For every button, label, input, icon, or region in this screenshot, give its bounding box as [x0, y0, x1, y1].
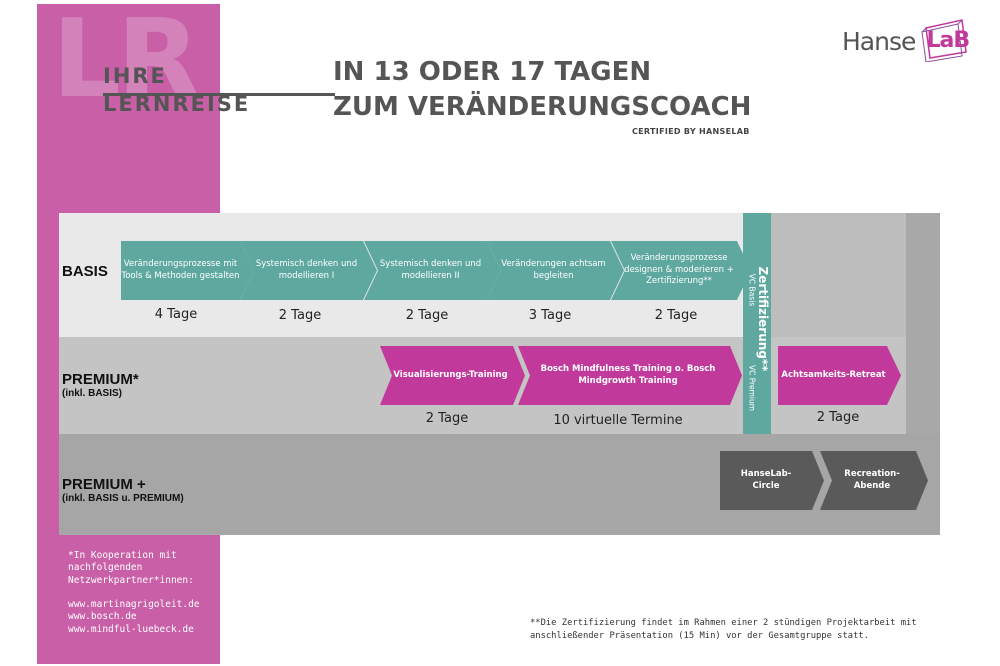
premium-step-3: Achtsamkeits-Retreat [778, 346, 901, 405]
premium-step-3-label: Achtsamkeits-Retreat [781, 369, 886, 380]
subtitle: IHRE LERNREISE [103, 62, 250, 119]
basis-step-3-days: 2 Tage [405, 308, 449, 323]
premium-plus-step-1-label: HanseLab-Circle [740, 469, 792, 491]
premium-step-1-days: 2 Tage [425, 411, 469, 426]
certification-footnote: **Die Zertifizierung findet im Rahmen ei… [530, 618, 917, 641]
subtitle-line-2: LERNREISE [103, 92, 251, 117]
cube-outline-icon: LaB [920, 19, 970, 62]
certification-column: VC Basis Zertifizierung** VC Premium [743, 213, 771, 434]
page-title: IN 13 ODER 17 TAGEN ZUM VERÄNDERUNGSCOAC… [333, 55, 751, 125]
basis-step-5-label: Veränderungsprozesse designen & moderier… [624, 253, 734, 287]
premium-step-2-days: 10 virtuelle Termine [553, 413, 683, 428]
basis-step-4-days: 3 Tage [528, 308, 572, 323]
partner-link[interactable]: www.mindful-luebeck.de [68, 623, 194, 635]
basis-step-2-label: Systemisch denken und modellieren I [255, 259, 358, 281]
tier-premium-plus-sublabel: (inkl. BASIS u. PREMIUM) [62, 493, 184, 504]
cooperation-note: *In Kooperation mit nachfolgenden Netzwe… [68, 550, 194, 586]
partner-link[interactable]: www.bosch.de [68, 611, 137, 623]
cert-premium-label: VC Premium [747, 364, 757, 411]
title-line-2: ZUM VERÄNDERUNGSCOACH [333, 92, 752, 123]
basis-step-1-label: Veränderungsprozesse mit Tools & Methode… [121, 259, 240, 281]
tier-premium-sublabel: (inkl. BASIS) [62, 388, 123, 399]
premium-step-2: Bosch Mindfulness Training o. Bosch Mind… [518, 346, 742, 405]
tier-premium: PREMIUM* (inkl. BASIS) [62, 371, 139, 399]
premium-step-3-days: 2 Tage [816, 410, 860, 425]
hanselab-logo: Hanse LaB [842, 19, 970, 68]
basis-step-2-days: 2 Tage [278, 308, 322, 323]
partner-links: www.martinagrigoleit.de www.bosch.de www… [68, 599, 200, 636]
basis-step-3: Systemisch denken und modellieren II [364, 241, 501, 300]
certified-label: CERTIFIED BY HANSELAB [632, 127, 750, 136]
band-right-edge [906, 213, 940, 434]
premium-step-1: Visualisierungs-Training [380, 346, 525, 405]
logo-text-right: LaB [926, 28, 970, 53]
basis-step-5-days: 2 Tage [654, 308, 698, 323]
title-divider [103, 93, 335, 96]
basis-step-4-label: Veränderungen achtsam begleiten [501, 259, 606, 281]
logo-text-left: Hanse [842, 27, 916, 56]
basis-step-4: Veränderungen achtsam begleiten [487, 241, 624, 300]
premium-plus-step-1: HanseLab-Circle [720, 451, 824, 510]
premium-step-1-label: Visualisierungs-Training [393, 369, 508, 380]
basis-step-2: Systemisch denken und modellieren I [240, 241, 377, 300]
cert-heading: Zertifizierung** [756, 266, 771, 372]
partner-link[interactable]: www.martinagrigoleit.de [68, 599, 200, 610]
basis-step-5: Veränderungsprozesse designen & moderier… [611, 241, 751, 300]
tier-premium-label: PREMIUM* [62, 371, 139, 388]
premium-plus-step-2: Recreation-Abende [820, 451, 928, 510]
basis-step-3-label: Systemisch denken und modellieren II [379, 259, 482, 281]
basis-step-1-days: 4 Tage [154, 307, 198, 322]
subtitle-line-1: IHRE [103, 64, 167, 88]
premium-step-2-label: Bosch Mindfulness Training o. Bosch Mind… [540, 364, 716, 386]
basis-step-1: Veränderungsprozesse mit Tools & Methode… [121, 241, 254, 300]
tier-premium-plus-label: PREMIUM + [62, 476, 146, 493]
premium-plus-step-2-label: Recreation-Abende [844, 469, 900, 491]
tier-premium-plus: PREMIUM + (inkl. BASIS u. PREMIUM) [62, 476, 184, 504]
title-line-1: IN 13 ODER 17 TAGEN [333, 57, 652, 87]
tier-basis-label: BASIS [62, 263, 108, 280]
